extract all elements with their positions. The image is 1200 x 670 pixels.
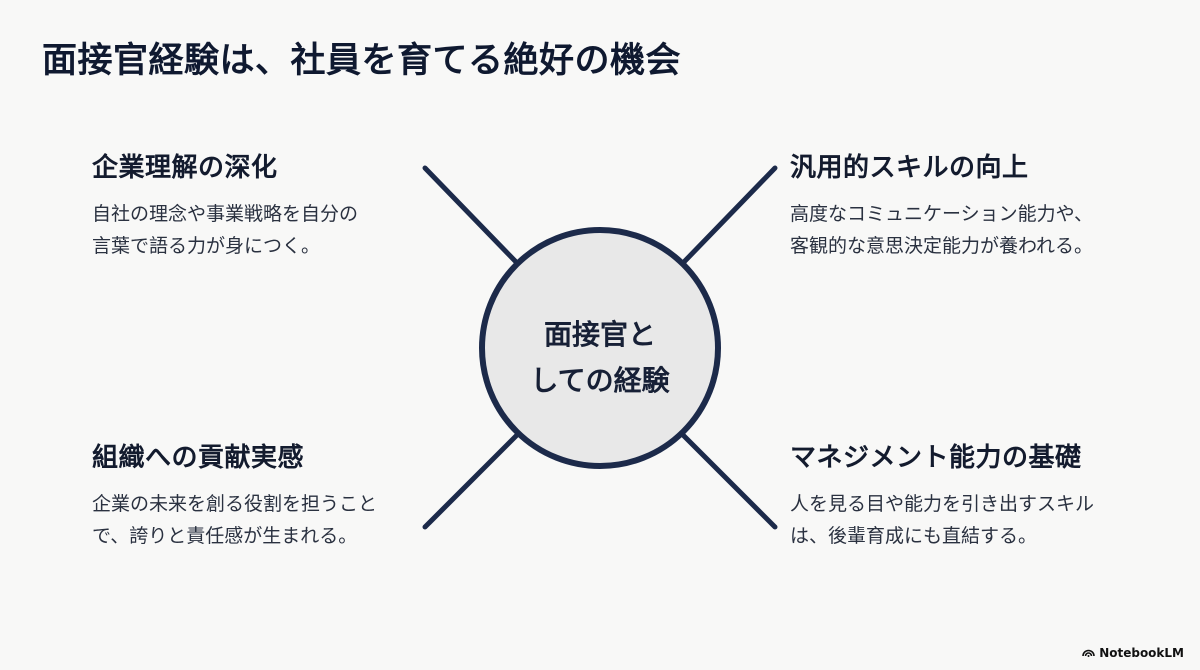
benefit-heading: 汎用的スキルの向上 bbox=[790, 153, 1029, 183]
benefit-description-line-1: 高度なコミュニケーション能力や、 bbox=[790, 203, 1094, 225]
notebooklm-logo-icon bbox=[1082, 646, 1095, 660]
brand-watermark: NotebookLM bbox=[1082, 646, 1184, 660]
benefit-description: 自社の理念や事業戦略を自分の 言葉で語る力が身につく。 bbox=[92, 198, 452, 262]
benefit-heading: 企業理解の深化 bbox=[92, 153, 278, 183]
page-title: 面接官経験は、社員を育てる絶好の機会 bbox=[42, 41, 682, 81]
benefit-organizational-contribution: 組織への貢献実感 企業の未来を創る役割を担うこと で、誇りと責任感が生まれる。 bbox=[92, 437, 452, 552]
benefit-general-skills: 汎用的スキルの向上 高度なコミュニケーション能力や、 客観的な意思決定能力が養わ… bbox=[790, 147, 1150, 262]
benefit-heading: マネジメント能力の基礎 bbox=[790, 443, 1082, 473]
benefit-description-line-1: 企業の未来を創る役割を担うこと bbox=[92, 493, 378, 515]
connector-top-left bbox=[422, 165, 521, 267]
benefit-company-understanding: 企業理解の深化 自社の理念や事業戦略を自分の 言葉で語る力が身につく。 bbox=[92, 147, 452, 262]
center-label: 面接官と しての経験 bbox=[505, 295, 695, 421]
brand-name: NotebookLM bbox=[1099, 646, 1184, 660]
benefit-description-line-2: 客観的な意思決定能力が養われる。 bbox=[790, 235, 1094, 257]
benefit-description-line-1: 自社の理念や事業戦略を自分の bbox=[92, 203, 359, 225]
center-label-line-1: 面接官と bbox=[543, 318, 656, 351]
benefit-description: 高度なコミュニケーション能力や、 客観的な意思決定能力が養われる。 bbox=[790, 198, 1150, 262]
benefit-description-line-1: 人を見る目や能力を引き出すスキル bbox=[790, 493, 1095, 515]
benefit-management-foundation: マネジメント能力の基礎 人を見る目や能力を引き出すスキル は、後輩育成にも直結す… bbox=[790, 437, 1150, 552]
benefit-description: 企業の未来を創る役割を担うこと で、誇りと責任感が生まれる。 bbox=[92, 488, 452, 552]
connector-top-right bbox=[679, 165, 778, 267]
benefit-description-line-2: 言葉で語る力が身につく。 bbox=[92, 235, 321, 257]
benefit-description: 人を見る目や能力を引き出すスキル は、後輩育成にも直結する。 bbox=[790, 488, 1150, 552]
connector-bottom-right bbox=[679, 431, 778, 530]
benefit-heading: 組織への貢献実感 bbox=[92, 443, 305, 473]
benefit-description-line-2: は、後輩育成にも直結する。 bbox=[790, 525, 1038, 547]
benefit-description-line-2: で、誇りと責任感が生まれる。 bbox=[92, 525, 358, 547]
center-circle bbox=[479, 227, 721, 469]
connector-bottom-left bbox=[422, 431, 521, 530]
center-label-line-2: しての経験 bbox=[530, 364, 670, 397]
